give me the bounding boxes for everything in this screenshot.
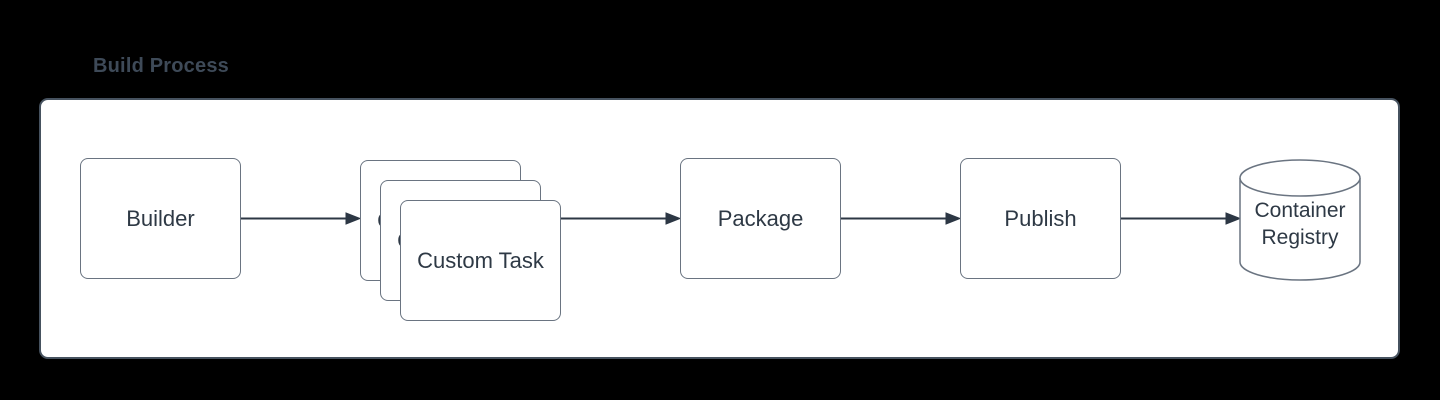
node-builder-label: Builder [126, 205, 195, 231]
node-package-label: Package [717, 205, 804, 231]
node-publish-label: Publish [1004, 205, 1077, 231]
node-builder: Builder [80, 158, 241, 279]
node-custom-task-label: Custom Task [417, 247, 544, 273]
node-container-registry-label: Container Registry [1254, 199, 1346, 249]
node-custom-task: Custom Task [400, 200, 561, 321]
node-package: Package [680, 158, 841, 279]
node-publish: Publish [960, 158, 1121, 279]
diagram-title: Build Process [93, 55, 229, 77]
